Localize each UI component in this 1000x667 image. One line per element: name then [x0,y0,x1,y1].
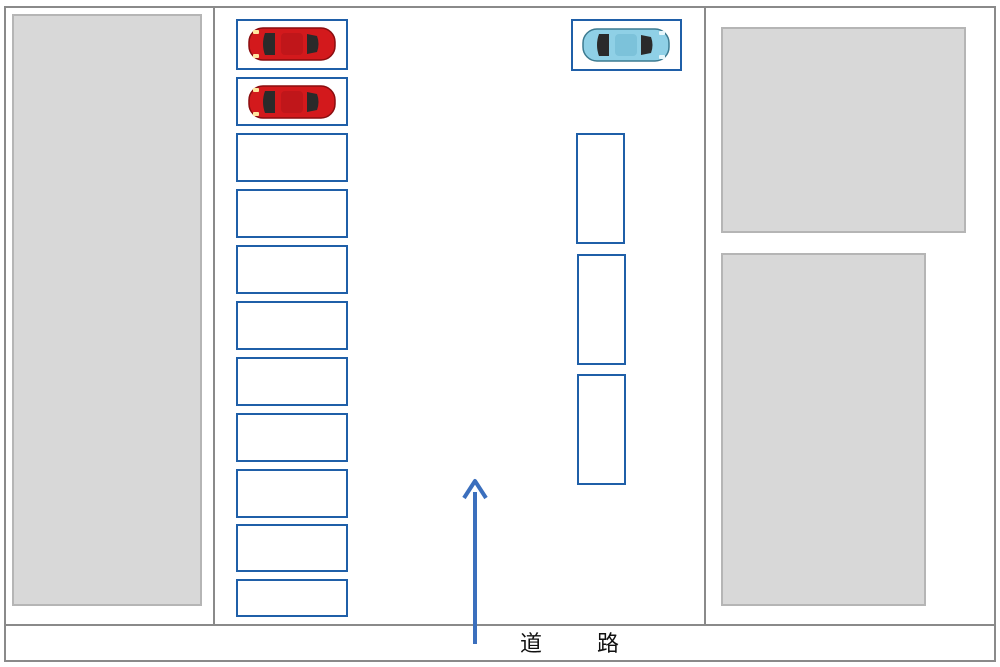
red-car-icon [248,27,336,61]
right-building-upper [721,27,966,233]
up-arrow-icon [462,479,488,644]
parking-slot[interactable] [236,579,348,617]
parking-slot[interactable] [571,19,682,71]
parking-slot[interactable] [236,469,348,518]
left-building [12,14,202,606]
parking-slot[interactable] [236,77,348,126]
right-boundary-line [704,6,706,626]
parking-slot[interactable] [577,374,626,485]
parking-slot[interactable] [577,254,626,365]
road-label: 道 路 [520,632,643,657]
light-blue-car-icon [582,28,670,62]
parking-slot[interactable] [236,245,348,294]
left-boundary-line [213,6,215,626]
right-building-lower [721,253,926,606]
road-strip [4,624,996,626]
parking-slot[interactable] [236,301,348,350]
red-car-icon [248,85,336,119]
parking-slot[interactable] [236,19,348,70]
parking-slot[interactable] [236,189,348,238]
site-frame [4,6,996,662]
parking-slot[interactable] [236,133,348,182]
parking-slot[interactable] [236,357,348,406]
parking-slot[interactable] [576,133,625,244]
parking-slot[interactable] [236,413,348,462]
parking-slot[interactable] [236,524,348,572]
